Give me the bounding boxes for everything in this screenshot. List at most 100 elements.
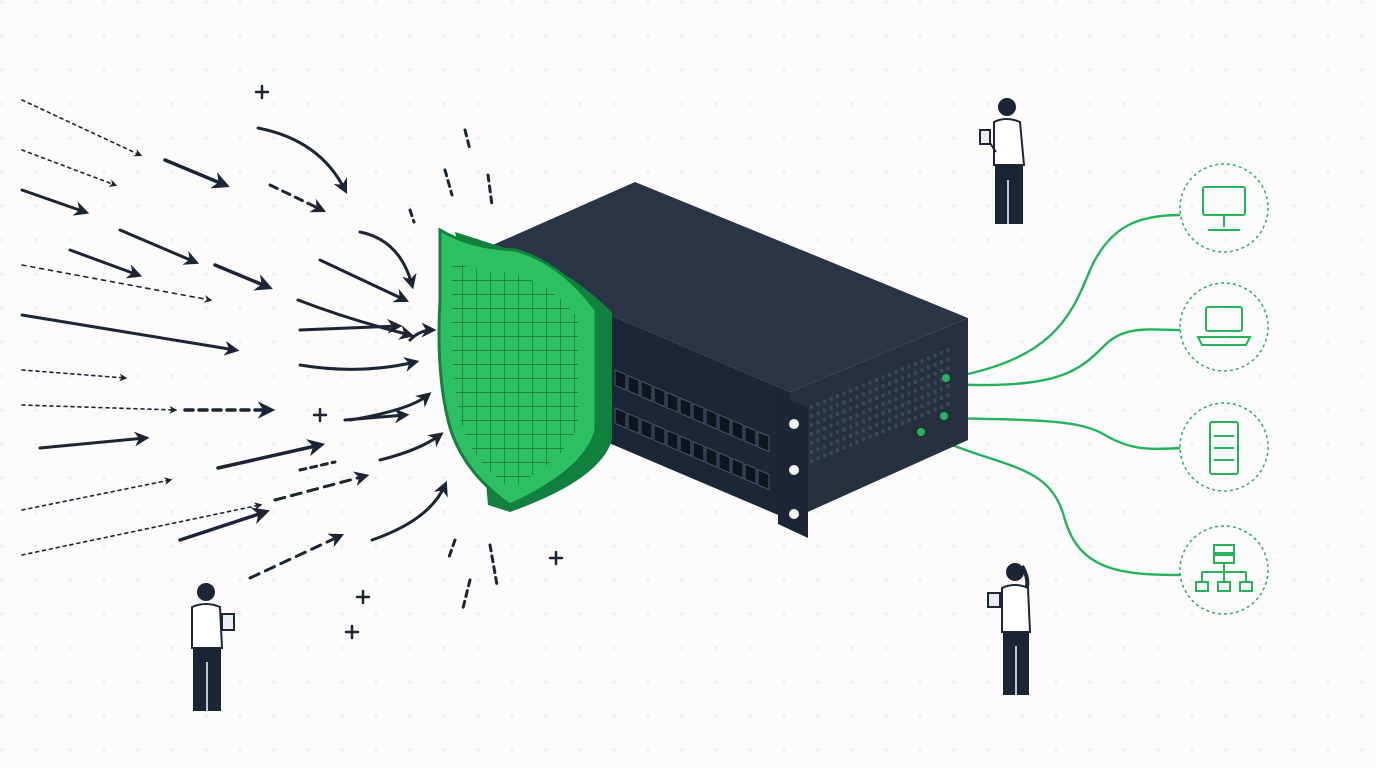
ethernet-port: [692, 440, 705, 463]
traffic-arrow-10: [21, 369, 128, 382]
vent-slot: [842, 427, 846, 432]
connection-line-network: [921, 430, 1181, 577]
vent-slot: [940, 369, 943, 373]
traffic-arrow-9: [20, 313, 240, 356]
vent-slot: [862, 437, 865, 442]
vent-slot: [888, 381, 891, 386]
vent-slot: [920, 404, 924, 409]
vent-slot: [888, 408, 891, 413]
vent-slot: [914, 361, 917, 366]
person-with-tablet-top: [979, 98, 1026, 226]
vent-slot: [894, 396, 898, 401]
traffic-arrow-16: [21, 502, 263, 556]
vent-slot: [894, 378, 898, 383]
vent-slot: [907, 391, 911, 396]
vent-slot: [855, 431, 859, 436]
ethernet-port: [757, 468, 770, 491]
traffic-arrow-1: [21, 99, 143, 157]
vent-slot: [875, 414, 878, 418]
ethernet-ports: [614, 369, 770, 491]
vent-slot: [816, 411, 820, 416]
vent-slot: [810, 423, 813, 427]
vent-slot: [933, 398, 937, 403]
connection-line-desktop: [947, 213, 1181, 380]
vent-slot: [829, 432, 833, 437]
server-rack-icon: [1179, 402, 1269, 492]
traffic-arrow-8: [213, 263, 273, 291]
vent-slot: [946, 366, 950, 371]
vent-slot: [810, 441, 813, 445]
vent-slot: [829, 441, 833, 446]
traffic-arrow-11: [21, 404, 178, 414]
vent-slot: [829, 405, 833, 410]
traffic-curve-5: [348, 392, 432, 422]
ethernet-port: [731, 457, 744, 480]
vent-slot: [901, 367, 904, 372]
ethernet-port: [679, 397, 692, 419]
vent-slot: [823, 417, 826, 422]
vent-slot: [927, 410, 930, 415]
ethernet-port: [718, 452, 731, 474]
deflected-fragment-3: [486, 173, 494, 207]
traffic-curve-2: [358, 230, 417, 290]
vent-slot: [920, 359, 924, 364]
vent-slot: [940, 351, 943, 355]
vent-slot: [920, 377, 924, 382]
vent-slot: [881, 375, 885, 380]
vent-slot: [842, 418, 846, 423]
rack-screw-2: [789, 465, 799, 475]
traffic-curve-7: [370, 480, 448, 542]
vent-slot: [862, 401, 865, 406]
vent-slot: [849, 388, 852, 393]
ethernet-port: [653, 424, 666, 446]
vent-slot: [810, 414, 813, 418]
vent-slot: [875, 423, 878, 427]
vent-slot: [862, 410, 865, 415]
vent-slot: [927, 365, 930, 370]
ethernet-port: [744, 463, 757, 485]
traffic-arrow-2: [163, 158, 230, 189]
rack-screw-3: [789, 509, 799, 519]
vent-slot: [888, 426, 891, 431]
vent-slot: [829, 423, 833, 428]
vent-slot: [849, 433, 852, 438]
vent-slot: [810, 459, 813, 463]
vent-slot: [810, 450, 813, 454]
vent-slot: [836, 430, 839, 435]
port-led-3: [917, 428, 925, 436]
vent-slot: [868, 380, 872, 385]
vent-slot: [875, 378, 878, 382]
vent-slot: [868, 416, 872, 421]
vent-slot: [855, 440, 859, 445]
vent-slot: [920, 368, 924, 373]
traffic-arrow-4: [20, 188, 90, 216]
ethernet-port: [744, 425, 757, 447]
desktop-monitor-icon: [1179, 163, 1269, 253]
vent-slot: [829, 396, 833, 401]
deflected-fragment-7: [460, 578, 472, 614]
vent-slot: [894, 387, 898, 392]
vent-slot: [881, 429, 885, 434]
deflected-fragment-4: [408, 208, 416, 224]
vent-slot: [855, 404, 859, 409]
laptop-icon: [1179, 282, 1269, 372]
vent-slot: [868, 434, 872, 439]
traffic-arrow-13: [38, 431, 150, 450]
vent-slot: [881, 384, 885, 389]
vent-slot: [907, 409, 911, 414]
vent-slot: [849, 406, 852, 411]
vent-slot: [901, 403, 904, 408]
traffic-arrow-18: [248, 533, 345, 580]
vent-slot: [868, 398, 872, 403]
network-hierarchy-icon: [1179, 525, 1269, 615]
vent-slot: [901, 376, 904, 381]
vent-slot: [901, 385, 904, 390]
traffic-curve-8: [408, 322, 437, 342]
vent-slot: [849, 397, 852, 402]
vent-slot: [894, 423, 898, 428]
vent-slot: [881, 402, 885, 407]
blocked-packet-icon-1: [254, 84, 270, 100]
traffic-arrow-14: [21, 477, 173, 511]
deflected-fragment-5: [446, 538, 457, 562]
vent-slot: [810, 432, 813, 436]
